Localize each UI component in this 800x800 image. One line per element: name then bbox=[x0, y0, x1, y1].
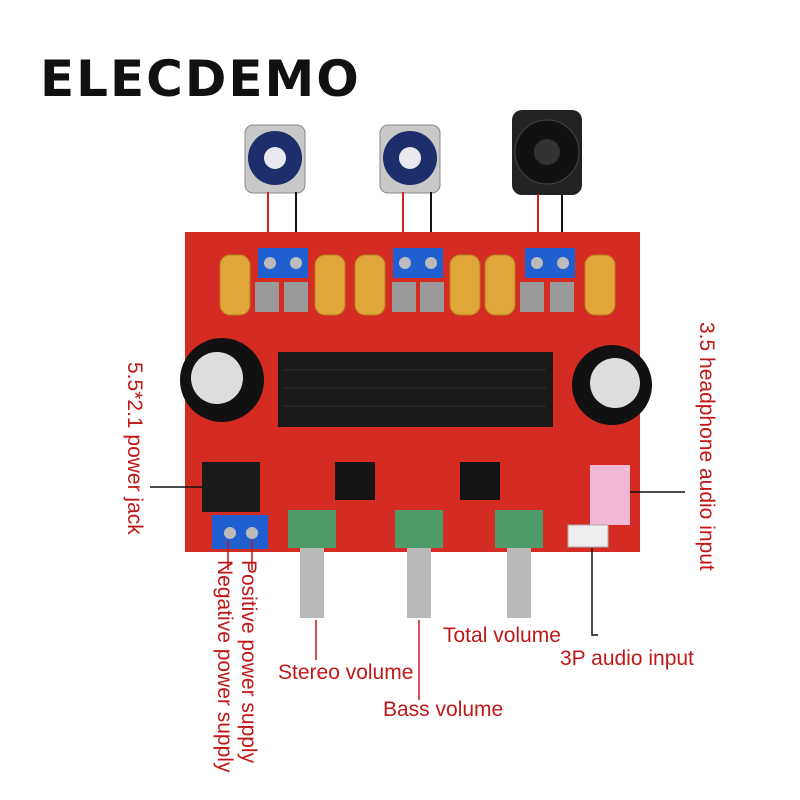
callout-lines bbox=[150, 486, 685, 636]
headphone-jack bbox=[590, 465, 630, 525]
speaker-terminals bbox=[258, 248, 575, 278]
negative-supply-label: Negative power supply bbox=[213, 560, 236, 773]
audio-3p-header bbox=[567, 524, 609, 548]
right-speaker bbox=[379, 124, 441, 194]
positive-supply-label: Positive power supply bbox=[237, 560, 260, 764]
headphone-input-label: 3.5 headphone audio input bbox=[695, 322, 718, 571]
audio-3p-input-label: 3P audio input bbox=[560, 647, 694, 670]
power-jack-label: 5.5*2.1 power jack bbox=[123, 362, 146, 535]
ic-chips bbox=[335, 462, 500, 500]
heatsink bbox=[278, 352, 553, 427]
filter-capacitors bbox=[180, 338, 652, 425]
power-terminal bbox=[212, 515, 268, 549]
subwoofer-speaker bbox=[512, 110, 582, 195]
potentiometers bbox=[288, 510, 543, 618]
inductors bbox=[219, 254, 616, 316]
total-volume-label: Total volume bbox=[443, 624, 561, 647]
callout-lines-red bbox=[227, 540, 420, 700]
bass-volume-label: Bass volume bbox=[383, 698, 504, 721]
left-speaker bbox=[244, 124, 306, 194]
dc-power-jack bbox=[202, 462, 260, 512]
stereo-volume-label: Stereo volume bbox=[278, 661, 414, 684]
brand-logo: ELECDEMO bbox=[40, 50, 361, 108]
film-capacitors bbox=[255, 282, 574, 312]
